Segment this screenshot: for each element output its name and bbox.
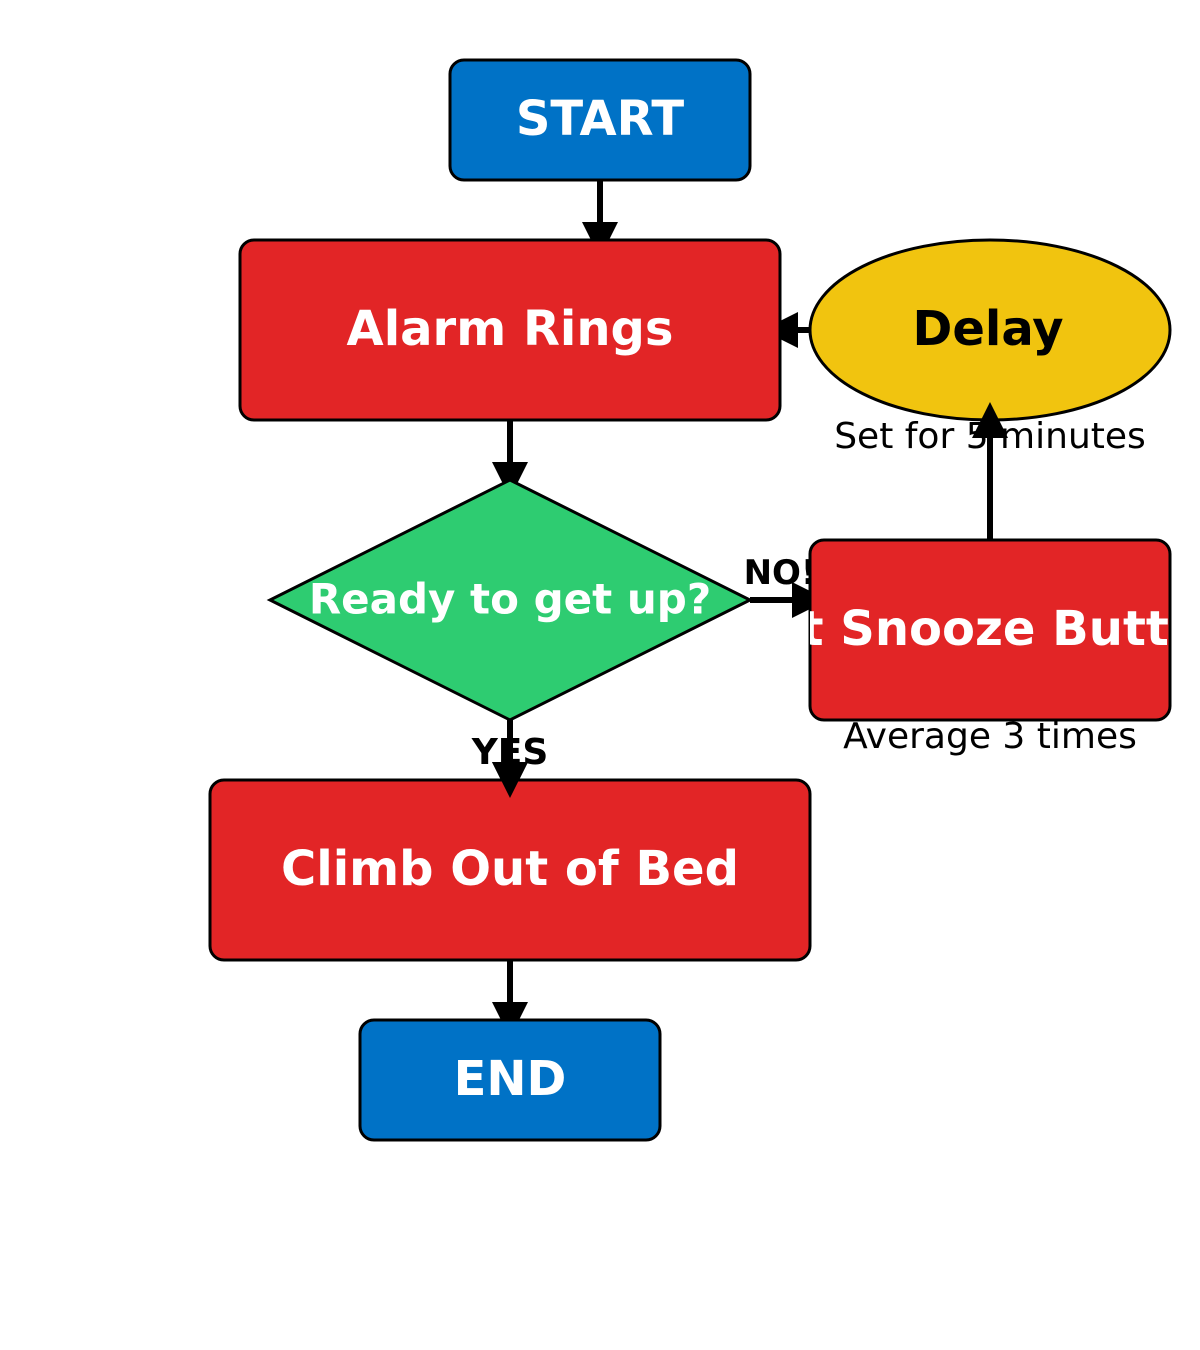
node-snooze: Hit Snooze Button — [744, 538, 1200, 722]
decision-diamond — [266, 478, 754, 722]
decision-label: Ready to get up? — [309, 575, 711, 624]
start-box — [448, 58, 752, 182]
snooze-box — [808, 538, 1172, 722]
node-start: START — [448, 58, 752, 182]
node-climb-out-of-bed: Climb Out of Bed — [208, 778, 812, 962]
alarm-rings-box — [238, 238, 782, 422]
snooze-note: Average 3 times — [843, 716, 1137, 757]
snooze-label: Hit Snooze Button — [744, 601, 1200, 657]
start-label: START — [516, 91, 685, 147]
node-decision: Ready to get up? — [266, 478, 754, 722]
climb-out-of-bed-label: Climb Out of Bed — [281, 841, 739, 897]
delay-label: Delay — [912, 301, 1063, 357]
node-end: END — [358, 1018, 662, 1142]
arrowhead-snooze-to-delay — [972, 402, 1008, 438]
node-alarm-rings: Alarm Rings — [238, 238, 782, 422]
arrow-to-delay — [972, 402, 1008, 540]
end-box — [358, 1018, 662, 1142]
node-delay: Delay — [808, 238, 1172, 422]
arrowhead-yes-overlay — [492, 762, 528, 798]
edge-label-no: NO! — [744, 553, 817, 593]
alarm-rings-label: Alarm Rings — [347, 301, 674, 357]
end-label: END — [454, 1051, 567, 1107]
